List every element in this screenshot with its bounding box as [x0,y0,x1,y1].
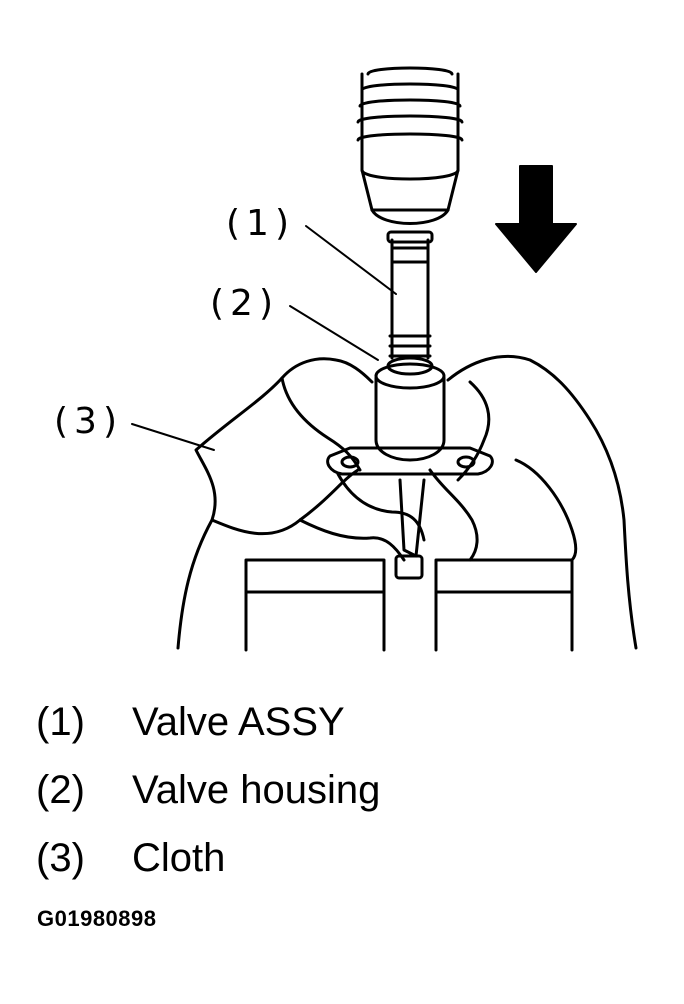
leader-line-3 [131,423,215,451]
legend-label: Valve housing [132,768,381,812]
leader-line-2 [289,305,379,361]
press-tool [356,66,464,225]
legend-number: (2) [36,768,85,812]
legend-number: (3) [36,836,85,880]
legend-item: (1) Valve ASSY [36,700,380,768]
down-arrow-icon [495,165,577,273]
leader-lines [131,225,397,451]
legend-label: Cloth [132,836,226,880]
illustration: (1) (2) (3) [54,66,638,652]
legend-item: (3) Cloth [36,836,380,904]
legend-item: (2) Valve housing [36,768,380,836]
valve-assy [386,230,434,360]
callout-3: (3) [54,401,123,442]
figure-code: G01980898 [37,906,157,931]
legend-label: Valve ASSY [132,700,345,744]
callout-2: (2) [210,283,279,324]
leader-line-1 [305,225,397,295]
valve-assembly-drawing [131,66,638,652]
callout-1: (1) [226,203,295,244]
valve-housing [326,356,494,580]
vise-block [244,558,574,652]
parts-legend: (1) Valve ASSY (2) Valve housing (3) Clo… [36,700,380,904]
cloth [176,355,638,650]
legend-number: (1) [36,700,85,744]
